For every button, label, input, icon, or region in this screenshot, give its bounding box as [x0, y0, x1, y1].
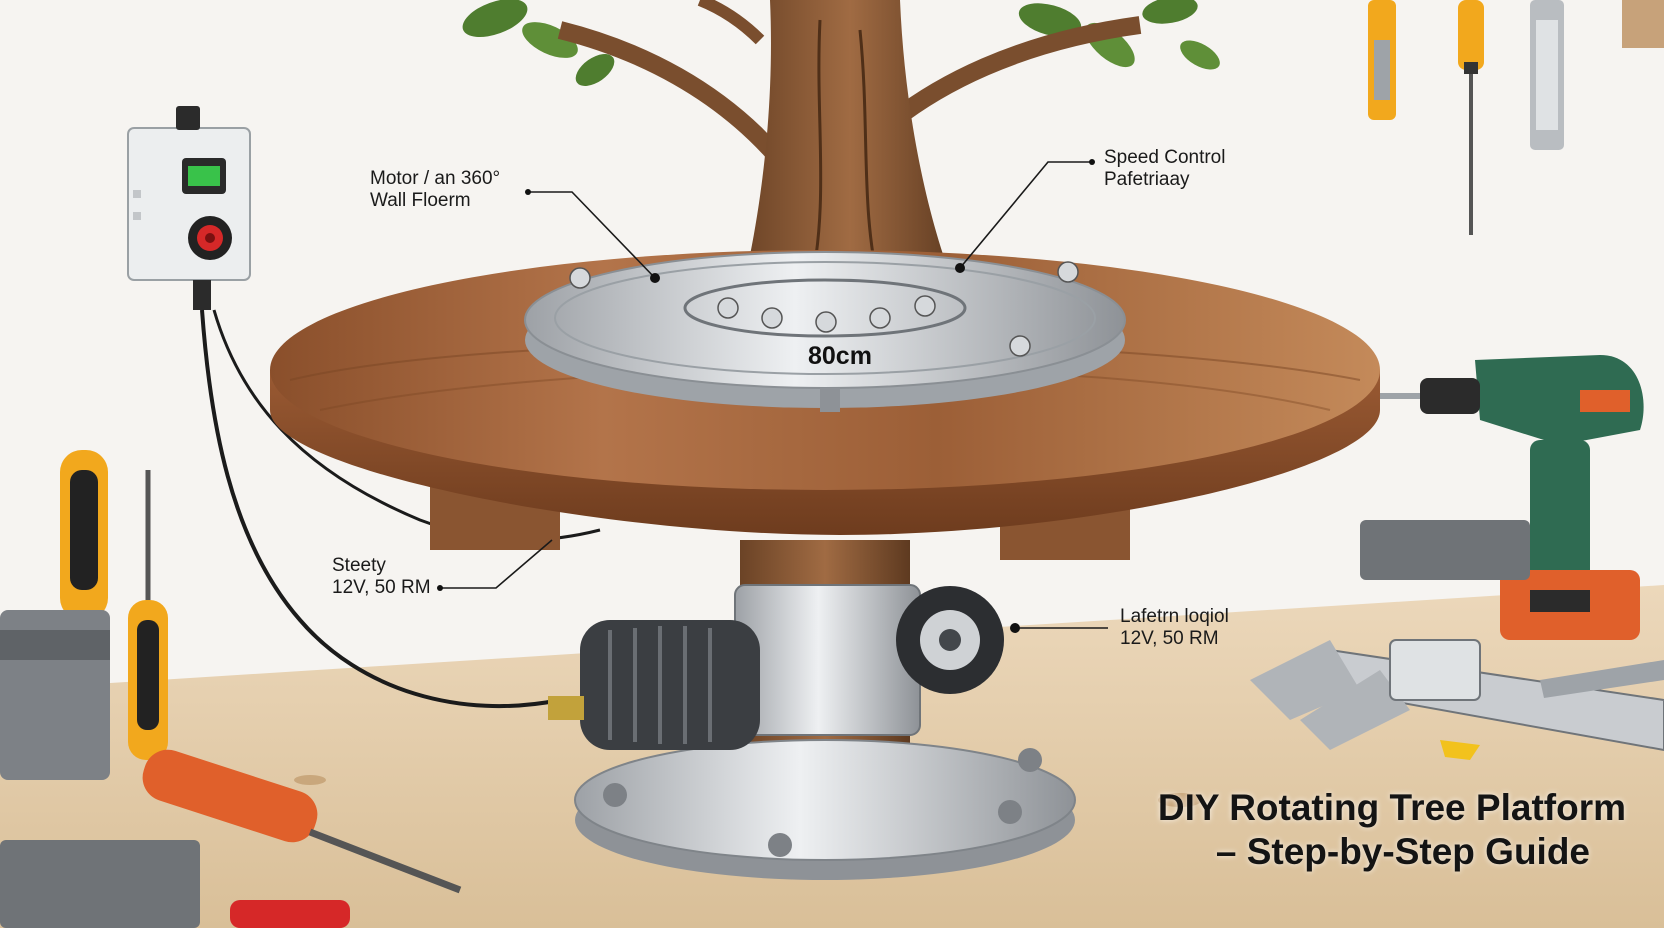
callout-lafetrm-line2: 12V, 50 RM [1120, 628, 1219, 649]
control-box-icon [127, 106, 251, 310]
drill-icon [1360, 355, 1644, 640]
callout-lafetrm-line1: Lafetrn loqiol [1120, 606, 1229, 627]
tree-trunk [740, 0, 960, 300]
callout-steety: Steety 12V, 50 RM [332, 555, 431, 599]
callout-speed-control: Speed Control Pafetriaay [1104, 147, 1225, 191]
screwdriver-icon [0, 450, 462, 928]
wall-tools-icon [1368, 0, 1664, 235]
guide-title-line2: – Step-by-Step Guide [1215, 831, 1590, 872]
diameter-label: 80cm [808, 342, 872, 370]
callout-steety-line2: 12V, 50 RM [332, 577, 431, 598]
tree-leaves [462, 0, 1220, 86]
guide-title-line1: DIY Rotating Tree Platform [1157, 787, 1626, 828]
callout-steety-line1: Steety [332, 555, 386, 576]
base-plate [574, 739, 1076, 880]
motor-icon [548, 584, 1004, 750]
caliper-icon [1250, 639, 1664, 760]
power-cable [200, 309, 561, 709]
callout-speed-control-line2: Pafetriaay [1104, 169, 1190, 190]
callout-leaders [440, 161, 1108, 629]
callout-dots [437, 159, 1095, 633]
bearing-plate [524, 251, 1126, 412]
callout-speed-control-line1: Speed Control [1104, 147, 1226, 168]
callout-motor-wall-line1: Motor / an 360° [370, 168, 501, 189]
callout-motor-wall-line2: Wall Floerm [370, 190, 471, 211]
callout-motor-wall: Motor / an 360° Wall Floerm [370, 168, 500, 212]
callout-lafetrm: Lafetrn loqiol 12V, 50 RM [1120, 606, 1229, 650]
guide-title: DIY Rotating Tree Platform – Step-by-Ste… [1158, 786, 1626, 874]
